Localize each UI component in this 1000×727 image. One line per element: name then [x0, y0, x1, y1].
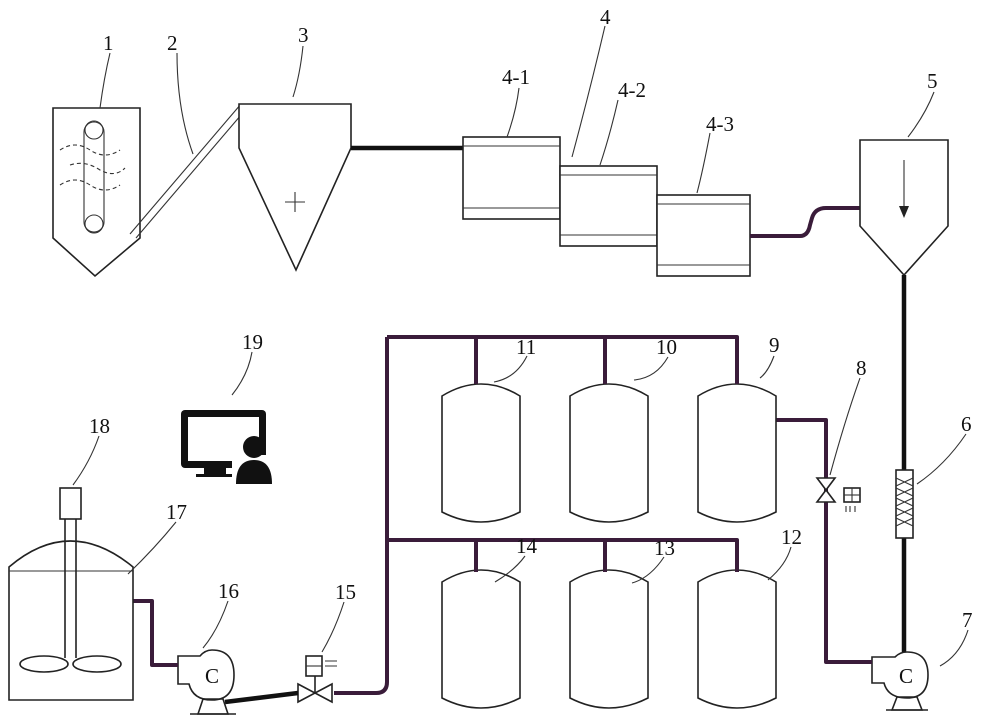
tank-11 [441, 383, 521, 523]
manifold-lower [387, 538, 739, 572]
cyclone-3 [238, 103, 352, 272]
stirred-tank-17 [8, 540, 134, 701]
label-2: 2 [167, 31, 178, 55]
inline-mixer-6 [895, 469, 914, 539]
label-5: 5 [927, 69, 938, 93]
label-3: 3 [298, 23, 309, 47]
valve-15 [297, 655, 337, 704]
pump-7-glyph: C [899, 664, 913, 688]
tank-12 [697, 569, 777, 709]
unit-4-1 [462, 136, 561, 220]
label-14: 14 [516, 534, 538, 558]
label-9: 9 [769, 333, 780, 357]
conveyor-2 [129, 103, 248, 239]
computer-operator-19 [181, 410, 276, 485]
label-11: 11 [516, 335, 536, 359]
label-10: 10 [656, 335, 677, 359]
tank-13 [569, 569, 649, 709]
label-17: 17 [166, 500, 187, 524]
tank-9 [697, 383, 777, 523]
label-15: 15 [335, 580, 356, 604]
label-4: 4 [600, 5, 611, 29]
pump-16-glyph: C [205, 664, 219, 688]
label-4-3: 4-3 [706, 112, 734, 136]
tank-14 [441, 569, 521, 709]
label-7: 7 [962, 608, 973, 632]
label-18: 18 [89, 414, 110, 438]
pipe-7-to-9 [774, 418, 872, 664]
valve-8 [815, 477, 861, 512]
label-1: 1 [103, 31, 114, 55]
tank-10 [569, 383, 649, 523]
label-6: 6 [961, 412, 972, 436]
unit-4-3 [656, 194, 751, 277]
label-12: 12 [781, 525, 802, 549]
agitator-18 [19, 487, 122, 673]
hopper-5 [859, 139, 949, 277]
pump-7: C [871, 651, 929, 711]
manifold-upper [387, 335, 739, 384]
pipe-16-to-15 [224, 690, 299, 705]
riser-pipe [334, 337, 389, 695]
pipe-17-to-16 [133, 599, 178, 667]
label-19: 19 [242, 330, 263, 354]
label-13: 13 [654, 536, 675, 560]
pump-16: C [177, 649, 236, 715]
leader-lines [72, 25, 969, 667]
label-4-1: 4-1 [502, 65, 530, 89]
hopper-1 [52, 107, 141, 278]
pipe-4-to-5 [750, 206, 860, 238]
label-4-2: 4-2 [618, 78, 646, 102]
label-16: 16 [218, 579, 239, 603]
label-8: 8 [856, 356, 867, 380]
unit-4-2 [559, 165, 658, 247]
